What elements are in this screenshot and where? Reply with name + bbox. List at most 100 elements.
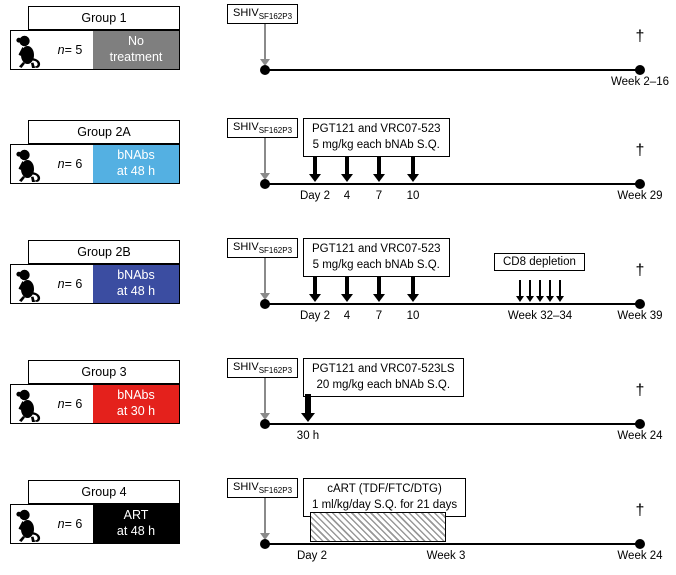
challenge-arrow-icon [260,498,270,540]
timeline-end-dot [635,539,645,549]
challenge-arrow-icon [260,24,270,66]
monkey-icon [14,148,42,182]
timeline-end-dot [635,419,645,429]
group-3-card: n = 6 bNAbs at 30 h [10,384,180,424]
bnab-dose-arrow-icon [309,276,321,302]
group-name: Group 2B [77,245,131,259]
timeline-end-dot [635,179,645,189]
intervention-description-box: PGT121 and VRC07-523 5 mg/kg each bNAb S… [303,118,450,158]
treatment-label-box: bNAbs at 48 h [93,145,179,183]
intervention-description-box: PGT121 and VRC07-523LS 20 mg/kg each bNA… [303,358,464,398]
cd8-depletion-arrow-icon [516,280,524,302]
cd8-depletion-box: CD8 depletion [494,253,585,271]
tick-label: 7 [375,310,383,322]
cd8-depletion-arrow-icon [556,280,564,302]
group-1-card: n = 5 No treatment [10,30,180,70]
treatment-label-box: ART at 48 h [93,505,179,543]
cd8-depletion-arrow-icon [526,280,534,302]
necropsy-dagger-icon: † [635,262,645,279]
group-n-label: n = 6 [57,277,83,291]
tick-label: Day 2 [296,550,328,562]
tick-label: 4 [343,310,351,322]
group-4-row: Group 4 n = 6 ART at 48 h SHIVSF162P3 [0,478,676,574]
treatment-label-box: bNAbs at 30 h [93,385,179,423]
challenge-arrow-icon [260,258,270,300]
cd8-tick-label: Week 32–34 [507,310,573,322]
bnab-dose-arrow-icon [309,156,321,182]
shiv-challenge-label: SHIVSF162P3 [227,238,299,259]
bnab-dose-arrow-icon [373,276,385,302]
tick-label: Day 2 [299,190,331,202]
tick-label: Week 3 [426,550,466,562]
necropsy-dagger-icon: † [635,142,645,159]
tick-label: 30 h [296,430,320,442]
timeline-start-dot [260,539,270,549]
timeline [265,423,640,425]
monkey-icon [14,508,42,542]
group-name: Group 1 [81,11,127,25]
group-3-row: Group 3 n = 6 bNAbs at 30 h SHIVSF162P3 [0,358,676,454]
cart-treatment-period-bar [310,512,446,542]
group-2a-row: Group 2A n = 6 bNAbs at 48 h SHIVSF162P3 [0,118,676,214]
group-name: Group 3 [81,365,127,379]
necropsy-dagger-icon: † [635,382,645,399]
bnab-dose-arrow-icon [407,156,419,182]
timeline-end-dot [635,65,645,75]
timeline-start-dot [260,419,270,429]
treatment-label-box: bNAbs at 48 h [93,265,179,303]
group-1-title: Group 1 [28,6,180,30]
monkey-icon [14,388,42,422]
timeline-start-dot [260,299,270,309]
group-2b-row: Group 2B n = 6 bNAbs at 48 h SHIVSF162P3 [0,238,676,334]
cd8-depletion-arrow-icon [546,280,554,302]
tick-label: 10 [406,190,420,202]
bnab-dose-arrow-icon [373,156,385,182]
group-2a-title: Group 2A [28,120,180,144]
intervention-description-box: PGT121 and VRC07-523 5 mg/kg each bNAb S… [303,238,450,278]
group-1-row: Group 1 n = 5 No treatment SHIVSF162P3 [0,4,676,100]
endpoint-week-label: Week 24 [617,550,663,562]
group-n-label: n = 6 [57,397,83,411]
bnab-dose-arrow-icon [341,276,353,302]
cd8-depletion-arrow-icon [536,280,544,302]
timeline-start-dot [260,179,270,189]
group-4-card: n = 6 ART at 48 h [10,504,180,544]
challenge-arrow-icon [260,138,270,180]
group-4-title: Group 4 [28,480,180,504]
group-name: Group 2A [77,125,131,139]
group-2b-title: Group 2B [28,240,180,264]
shiv-challenge-label: SHIVSF162P3 [227,358,299,379]
tick-label: 7 [375,190,383,202]
monkey-icon [14,34,42,68]
endpoint-week-label: Week 29 [617,190,663,202]
bnab-dose-arrow-icon [341,156,353,182]
endpoint-week-label: Week 24 [617,430,663,442]
group-3-title: Group 3 [28,360,180,384]
necropsy-dagger-icon: † [635,502,645,519]
group-n-label: n = 5 [57,43,83,57]
bnab-dose-arrow-icon [300,394,315,422]
tick-label: 10 [406,310,420,322]
group-2b-card: n = 6 bNAbs at 48 h [10,264,180,304]
bnab-dose-arrow-icon [407,276,419,302]
shiv-challenge-label: SHIVSF162P3 [227,478,299,499]
timeline [265,69,640,71]
timeline-start-dot [260,65,270,75]
group-n-label: n = 6 [57,157,83,171]
group-n-label: n = 6 [57,517,83,531]
tick-label: Day 2 [299,310,331,322]
endpoint-week-label: Week 39 [617,310,663,322]
intervention-description-box: cART (TDF/FTC/DTG) 1 ml/kg/day S.Q. for … [303,478,467,518]
endpoint-week-label: Week 2–16 [611,76,669,88]
necropsy-dagger-icon: † [635,28,645,45]
tick-label: 4 [343,190,351,202]
group-2a-card: n = 6 bNAbs at 48 h [10,144,180,184]
timeline [265,543,640,545]
group-name: Group 4 [81,485,127,499]
shiv-challenge-label: SHIVSF162P3 [227,118,299,139]
treatment-label-box: No treatment [93,31,179,69]
timeline [265,183,640,185]
timeline [265,303,640,305]
shiv-challenge-label: SHIVSF162P3 [227,4,299,25]
